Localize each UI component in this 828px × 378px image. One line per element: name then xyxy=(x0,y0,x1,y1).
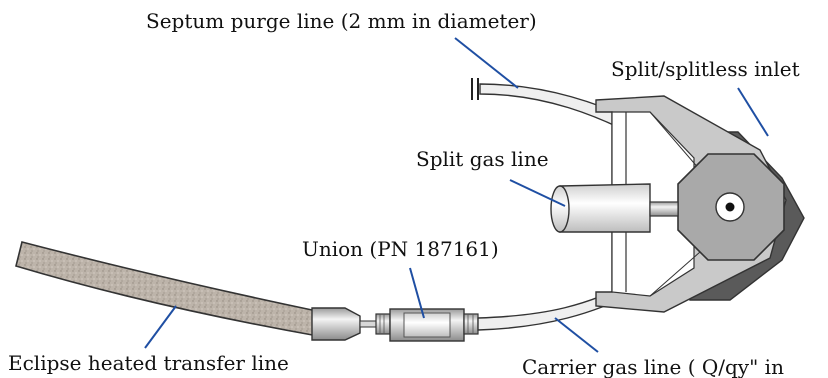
label-transfer-line: Eclipse heated transfer line xyxy=(8,351,289,375)
union-fitting xyxy=(375,308,479,342)
leader-carrier xyxy=(554,317,599,353)
split-gas-cylinder xyxy=(550,183,679,233)
inlet-port-center xyxy=(725,202,735,212)
label-union: Union (PN 187161) xyxy=(302,237,499,261)
transfer-nut xyxy=(311,307,361,341)
leader-union xyxy=(409,267,425,319)
transfer-line xyxy=(15,241,320,338)
label-septum-purge: Septum purge line (2 mm in diameter) xyxy=(146,9,537,33)
label-split-gas: Split gas line xyxy=(416,147,549,171)
leader-septum xyxy=(454,37,519,89)
leader-split-inlet xyxy=(737,87,769,137)
leader-split-gas xyxy=(509,179,566,207)
leader-transfer xyxy=(144,305,177,349)
label-split-inlet: Split/splitless inlet xyxy=(611,57,800,81)
label-carrier-gas: Carrier gas line ( Q/qy" in xyxy=(522,355,784,378)
